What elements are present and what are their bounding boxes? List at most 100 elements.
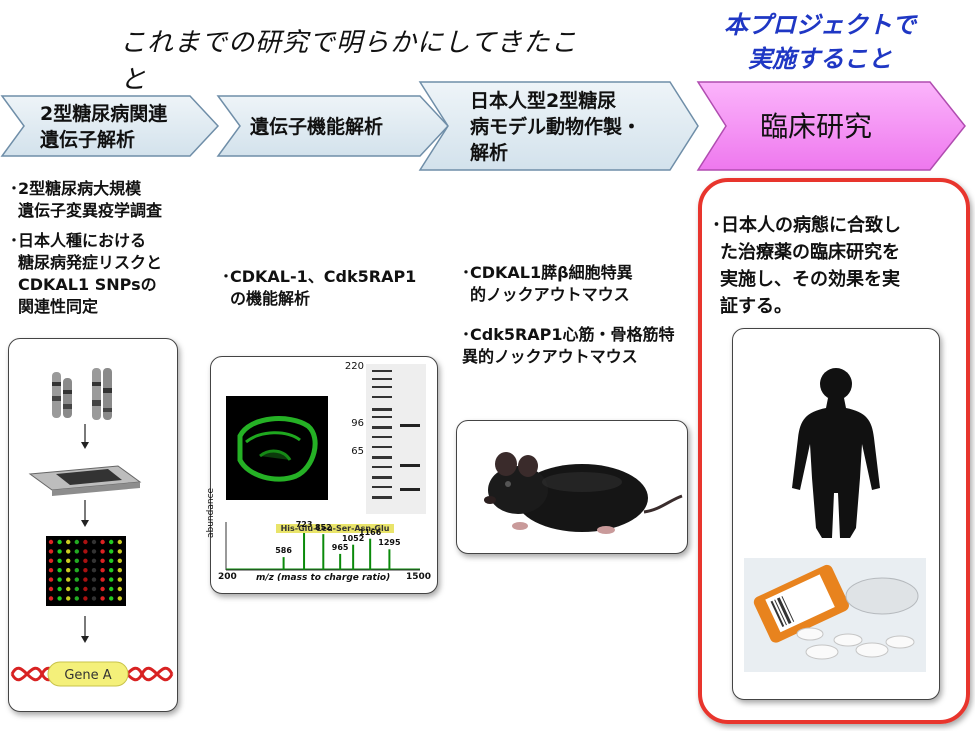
- gel-band: [372, 456, 392, 459]
- pill-bottle-image: [744, 558, 926, 672]
- ms-peak-label: 1166: [359, 527, 382, 537]
- step2-label: 遺伝子機能解析: [250, 98, 420, 156]
- array-spot: [48, 549, 54, 554]
- array-spot: [57, 558, 62, 563]
- array-spot: [57, 586, 62, 592]
- col2-text: ･CDKAL-1、Cdk5RAP1 の機能解析: [222, 266, 442, 310]
- gel-band: [372, 416, 392, 418]
- array-spot: [57, 577, 62, 582]
- mouse-figure: [484, 452, 683, 534]
- array-spot: [100, 596, 105, 601]
- array-spot: [66, 577, 71, 582]
- gel-band: [372, 486, 392, 488]
- gel-band: [372, 446, 392, 448]
- ms-peak-label: 1295: [378, 538, 401, 548]
- ms-peak-label: 965: [331, 542, 349, 552]
- array-spot: [91, 558, 97, 563]
- microarray-chip-icon: [28, 465, 142, 496]
- array-spot: [74, 558, 80, 563]
- array-spot: [48, 577, 54, 582]
- clinical-research-box: [698, 178, 970, 724]
- array-spot: [57, 549, 62, 554]
- array-spot: [66, 549, 71, 554]
- col3-b2-l2: 異的ノックアウトマウス: [462, 347, 638, 366]
- array-spot: [91, 549, 97, 554]
- ms-xmax: 1500: [406, 572, 432, 582]
- array-spot: [66, 586, 71, 592]
- array-spot: [117, 586, 123, 592]
- clinical-figure: [744, 368, 926, 672]
- array-spot: [66, 568, 71, 573]
- array-spot: [91, 596, 97, 601]
- step1-arrow: [0, 95, 220, 157]
- step1-label: 2型糖尿病関連 遺伝子解析: [40, 98, 200, 156]
- array-spot: [109, 568, 114, 573]
- col3-text: ･CDKAL1膵β細胞特異 的ノックアウトマウス ･Cdk5RAP1心筋・骨格筋…: [462, 262, 712, 368]
- step1-line2: 遺伝子解析: [40, 129, 136, 151]
- array-spot: [109, 558, 114, 563]
- gel-band: [372, 436, 392, 438]
- step3-line1: 日本人型2型糖尿: [470, 90, 617, 112]
- step4-arrow: [696, 81, 966, 171]
- human-silhouette-icon: [792, 368, 880, 538]
- array-spot: [100, 549, 105, 554]
- ms-xmin: 200: [218, 572, 237, 582]
- past-research-heading: これまでの研究で明らかにしてきたこと: [120, 28, 578, 95]
- ms-ylabel: abundance: [206, 487, 216, 538]
- ms-peptide-label: His-Glu-Leu-Ser-Asn-Glu: [276, 524, 394, 533]
- array-spot: [100, 577, 105, 582]
- col4-l3: 実施し、その効果を実: [720, 269, 900, 290]
- gene-dna-icon: [10, 661, 174, 687]
- array-spot: [117, 568, 123, 573]
- gel-band: [400, 488, 420, 491]
- col1-b2-l3: CDKAL1 SNPsの: [18, 275, 157, 294]
- array-spot: [100, 558, 105, 563]
- array-spot: [57, 568, 62, 573]
- col4-text: ･日本人の病態に合致し た治療薬の臨床研究を 実施し、その効果を実 証する。: [712, 212, 952, 320]
- array-spot: [83, 596, 88, 601]
- array-spot: [74, 577, 80, 582]
- col3-b1-l1: ･CDKAL1膵β細胞特異: [462, 263, 633, 282]
- col4-l2: た治療薬の臨床研究を: [720, 242, 900, 263]
- fluorescence-image: [226, 396, 328, 500]
- gel-band: [372, 386, 392, 388]
- array-spot: [117, 549, 123, 554]
- array-spot: [83, 577, 88, 582]
- step3-arrow: [418, 81, 699, 171]
- col1-b2-l2: 糖尿病発症リスクと: [18, 253, 163, 272]
- step3-line2: 病モデル動物作製・: [470, 116, 642, 138]
- array-spot: [109, 596, 114, 601]
- array-spot: [100, 568, 105, 573]
- array-spot: [74, 596, 80, 601]
- gel-marker-220: 220: [344, 361, 364, 372]
- array-spot: [83, 586, 88, 592]
- project-heading: 本プロジェクトで 実施すること: [700, 8, 940, 76]
- array-spot: [48, 558, 54, 563]
- array-spot: [48, 539, 54, 545]
- array-spot: [57, 596, 62, 601]
- col1-text: ･2型糖尿病大規模 遺伝子変異疫学調査 ･日本人種における 糖尿病発症リスクと …: [10, 178, 210, 318]
- array-spot: [117, 558, 123, 563]
- array-spot: [83, 539, 88, 545]
- gel-band: [372, 370, 392, 372]
- array-spot: [74, 568, 80, 573]
- col1-b1-l1: ･2型糖尿病大規模: [10, 179, 142, 198]
- array-spot: [100, 539, 105, 545]
- gel-band: [372, 396, 392, 398]
- step2-arrow: [216, 95, 450, 157]
- col3-b2-l1: ･Cdk5RAP1心筋・骨格筋特: [462, 325, 675, 344]
- array-spot: [83, 549, 88, 554]
- ms-peak-label: 586: [275, 546, 292, 556]
- project-heading-line2: 実施すること: [748, 45, 892, 73]
- ms-peak-label: 1052: [342, 533, 365, 543]
- ms-xlabel: m/z (mass to charge ratio): [256, 573, 391, 583]
- gel-band: [372, 426, 392, 429]
- array-spot: [91, 586, 97, 592]
- array-spot: [57, 539, 62, 545]
- array-spot: [91, 539, 97, 545]
- col1-b2-l4: 関連性同定: [18, 297, 99, 316]
- array-spot: [48, 596, 54, 601]
- step4-label: 臨床研究: [760, 104, 930, 150]
- function-figure: [225, 364, 426, 571]
- col2-l2: の機能解析: [230, 289, 311, 308]
